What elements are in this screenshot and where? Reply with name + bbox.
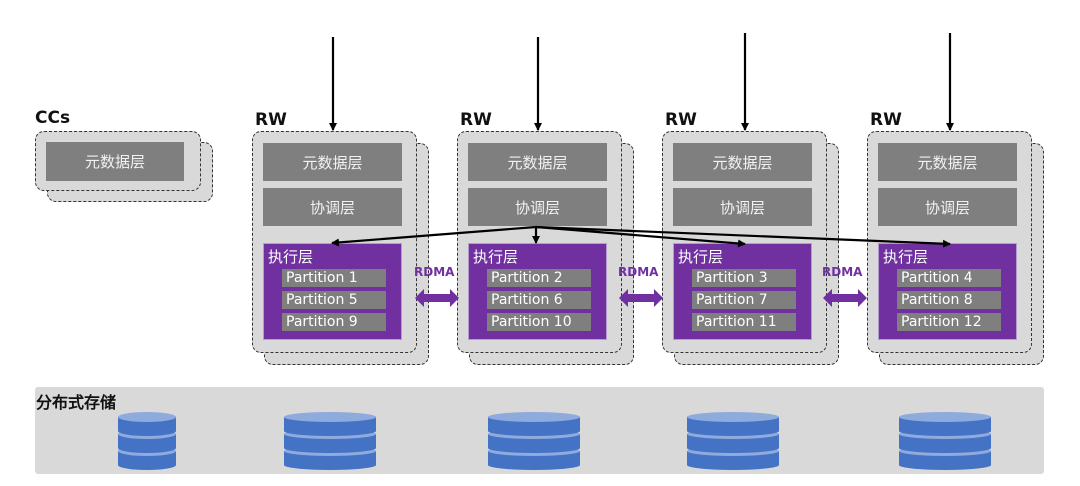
execution-layer-label: 执行层 <box>268 248 314 266</box>
metadata-layer: 元数据层 <box>263 143 402 181</box>
rdma-label-1: RDMA <box>414 265 455 279</box>
partition: Partition 6 <box>487 291 591 309</box>
rw-title: RW <box>870 110 902 130</box>
metadata-layer: 元数据层 <box>878 143 1017 181</box>
execution-layer: 执行层 Partition 2 Partition 6 Partition 10 <box>468 243 607 340</box>
distributed-storage-panel <box>35 387 1044 474</box>
coordination-layer: 协调层 <box>468 188 607 226</box>
ccs-title: CCs <box>35 108 71 128</box>
metadata-layer: 元数据层 <box>673 143 812 181</box>
execution-layer-label: 执行层 <box>473 248 519 266</box>
partition: Partition 1 <box>282 269 386 287</box>
ccs-metadata-layer: 元数据层 <box>46 142 184 181</box>
coordination-layer: 协调层 <box>878 188 1017 226</box>
execution-layer: 执行层 Partition 4 Partition 8 Partition 12 <box>878 243 1017 340</box>
partition: Partition 8 <box>897 291 1001 309</box>
partition: Partition 5 <box>282 291 386 309</box>
rw-title: RW <box>665 110 697 130</box>
partition: Partition 2 <box>487 269 591 287</box>
rdma-label-3: RDMA <box>822 265 863 279</box>
partition: Partition 9 <box>282 313 386 331</box>
rw-node-box: 元数据层协调层执行层 Partition 3 Partition 7 Partitio… <box>662 131 827 353</box>
partition: Partition 3 <box>692 269 796 287</box>
execution-layer: 执行层 Partition 3 Partition 7 Partition 11 <box>673 243 812 340</box>
partition: Partition 4 <box>897 269 1001 287</box>
rw-node-box: 元数据层协调层执行层 Partition 2 Partition 6 Partitio… <box>457 131 622 353</box>
ccs-box: 元数据层 <box>35 131 201 191</box>
request-arrows <box>329 33 954 131</box>
rw-node-box: 元数据层协调层执行层 Partition 4 Partition 8 Partitio… <box>867 131 1032 353</box>
execution-layer-label: 执行层 <box>883 248 929 266</box>
execution-layer-label: 执行层 <box>678 248 724 266</box>
rw-title: RW <box>460 110 492 130</box>
metadata-layer: 元数据层 <box>468 143 607 181</box>
partition: Partition 7 <box>692 291 796 309</box>
rw-title: RW <box>255 110 287 130</box>
execution-layer: 执行层 Partition 1 Partition 5 Partition 9 <box>263 243 402 340</box>
rw-node-box: 元数据层协调层执行层 Partition 1 Partition 5 Partitio… <box>252 131 417 353</box>
coordination-layer: 协调层 <box>673 188 812 226</box>
storage-title: 分布式存储 <box>36 393 117 412</box>
partition: Partition 10 <box>487 313 591 331</box>
coordination-layer: 协调层 <box>263 188 402 226</box>
partition: Partition 11 <box>692 313 796 331</box>
rdma-label-2: RDMA <box>618 265 659 279</box>
partition: Partition 12 <box>897 313 1001 331</box>
